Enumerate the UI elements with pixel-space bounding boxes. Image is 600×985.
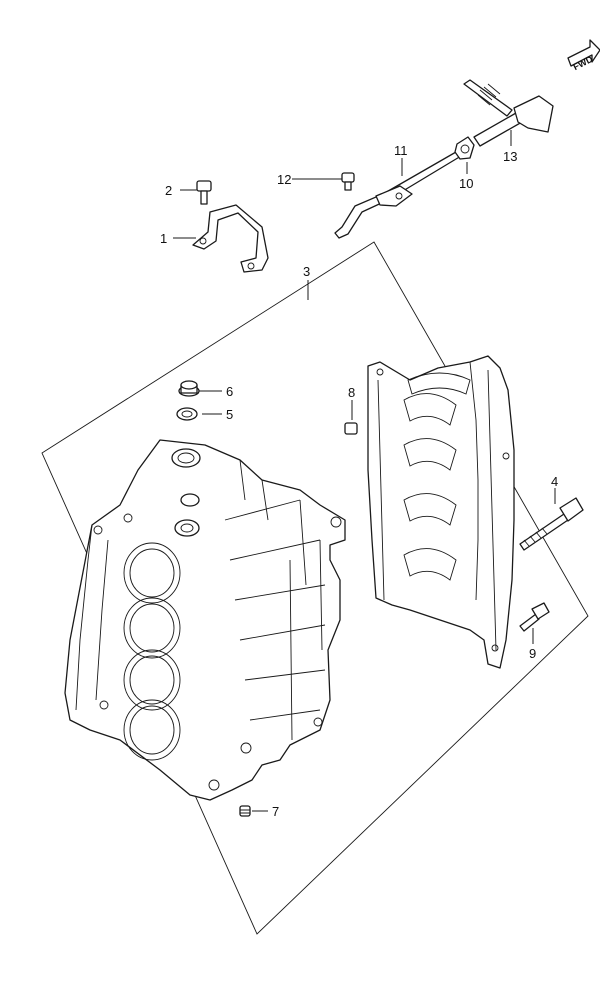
callout-2: 2 xyxy=(165,183,172,198)
callout-1: 1 xyxy=(160,231,167,246)
bracket-part xyxy=(192,204,269,273)
callout-12: 12 xyxy=(277,172,291,187)
gasket-part xyxy=(176,407,198,421)
hose-part xyxy=(334,151,462,239)
callout-4: 4 xyxy=(551,474,558,489)
fwd-arrow-icon: FWD xyxy=(567,39,600,72)
bolt-2-part xyxy=(196,180,212,205)
plug-6-part xyxy=(178,380,200,397)
callout-8: 8 xyxy=(348,385,355,400)
callout-3: 3 xyxy=(303,264,310,279)
callout-5: 5 xyxy=(226,407,233,422)
crankcase-part xyxy=(367,355,515,669)
leader-lines xyxy=(173,130,556,812)
dowel-pin-part xyxy=(344,422,358,435)
callout-13: 13 xyxy=(503,149,517,164)
callout-11: 11 xyxy=(394,143,408,158)
callout-10: 10 xyxy=(459,176,473,191)
callout-9: 9 xyxy=(529,646,536,661)
plug-7-part xyxy=(239,805,251,817)
callout-7: 7 xyxy=(272,804,279,819)
clip-part xyxy=(454,136,475,160)
callout-6: 6 xyxy=(226,384,233,399)
cylinder-block-part xyxy=(64,439,346,801)
handle-part xyxy=(463,79,554,147)
bolt-9-part xyxy=(519,602,550,632)
callout-labels: 2 1 3 4 5 6 7 8 9 10 11 12 13 xyxy=(160,143,558,819)
bolt-12-part xyxy=(341,172,355,191)
long-bolt-part xyxy=(519,497,584,551)
